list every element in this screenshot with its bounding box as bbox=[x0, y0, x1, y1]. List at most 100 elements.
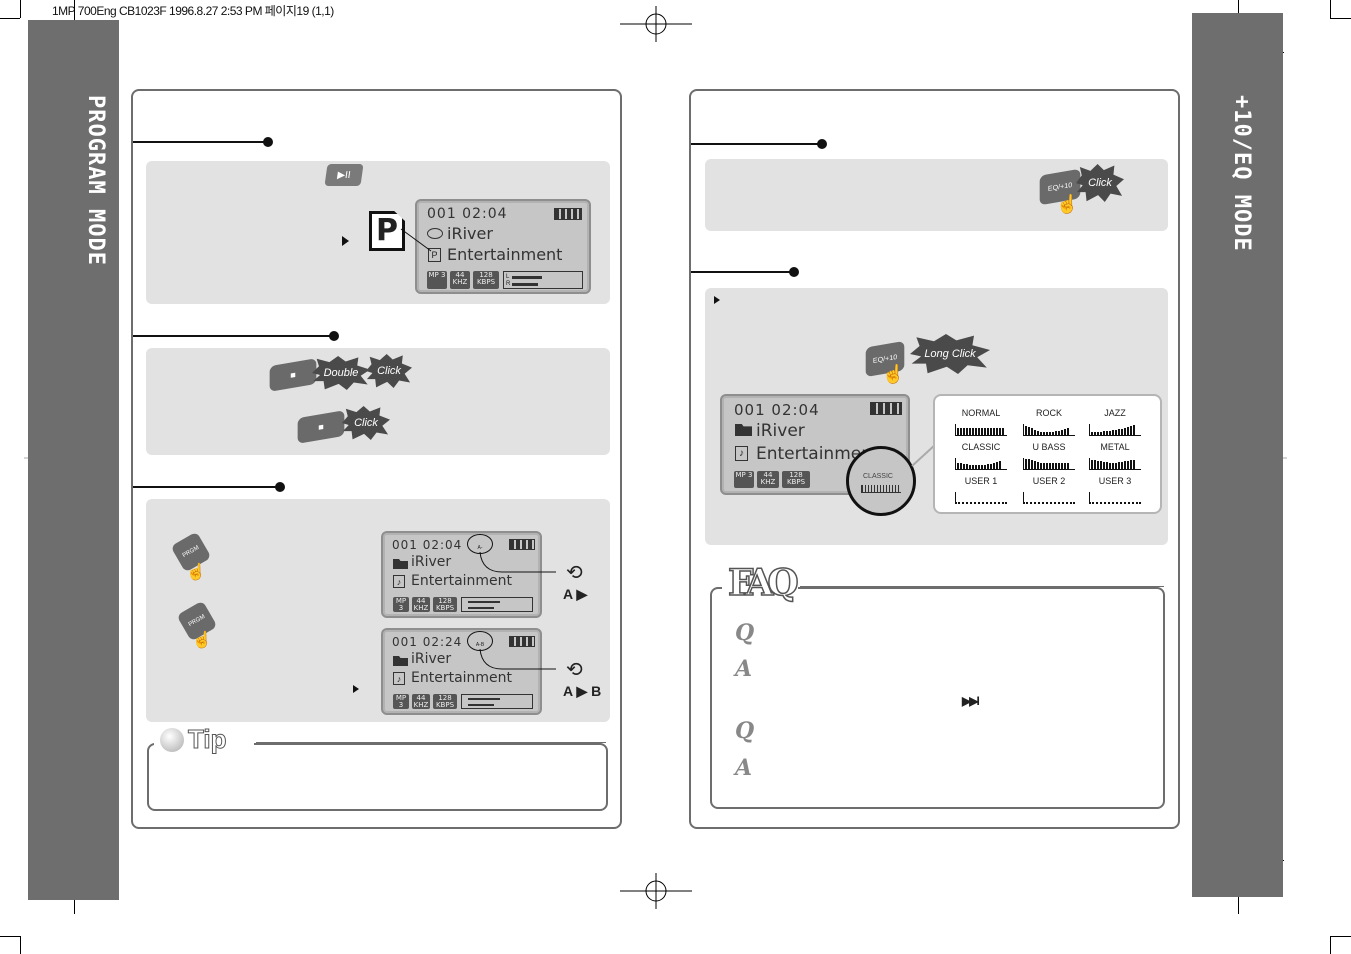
section-leader-dot bbox=[329, 331, 339, 341]
faq-header bbox=[722, 566, 798, 610]
bitrate-badge: 128 KBPS bbox=[433, 597, 457, 612]
level-right-bar bbox=[468, 704, 494, 706]
eq-bars bbox=[1089, 458, 1141, 470]
eq-bars bbox=[1089, 424, 1141, 436]
eq-bars bbox=[955, 458, 1007, 470]
lcd-line1: iRiver bbox=[411, 651, 452, 667]
section-leader bbox=[691, 143, 821, 145]
crop-mark bbox=[0, 936, 20, 937]
format-badge: MP 3 bbox=[427, 271, 447, 289]
eq-mode-panel: NORMAL ROCK JAZZ CLASSIC U BASS METAL US… bbox=[933, 394, 1162, 514]
level-left-bar bbox=[512, 276, 542, 279]
left-side-title: PROGRAM MODE bbox=[83, 95, 108, 266]
stop-icon: ■ bbox=[318, 421, 324, 433]
eq-mode-label: U BASS bbox=[1032, 442, 1066, 452]
faq-rule bbox=[800, 586, 1164, 587]
eq-mode-user3[interactable]: USER 3 bbox=[1087, 476, 1143, 504]
section-leader-dot bbox=[275, 482, 285, 492]
hand-pointer-icon: ☝ bbox=[192, 632, 212, 649]
eq-mode-label: NORMAL bbox=[961, 408, 1001, 418]
format-badge: MP 3 bbox=[734, 471, 754, 488]
play-pause-button[interactable]: ▶II bbox=[324, 164, 364, 186]
crop-mark bbox=[1330, 936, 1351, 937]
eq-mode-user2[interactable]: USER 2 bbox=[1021, 476, 1077, 504]
repeat-icon: ⟲ bbox=[566, 560, 583, 584]
eq-bars bbox=[1023, 492, 1075, 504]
format-badge: MP 3 bbox=[393, 597, 409, 612]
crop-mark bbox=[0, 18, 20, 19]
eq-bars bbox=[1089, 492, 1141, 504]
hand-pointer-icon: ☝ bbox=[186, 564, 206, 581]
eq-mode-label: USER 1 bbox=[964, 476, 998, 486]
eq-bars bbox=[1023, 424, 1075, 436]
eq-bars bbox=[1023, 458, 1075, 470]
folder-icon bbox=[393, 656, 408, 666]
skip-forward-icon: ▶▶I bbox=[962, 694, 980, 708]
program-indicator: P bbox=[369, 211, 405, 251]
faq-answer-1: A bbox=[735, 656, 753, 682]
section-leader bbox=[691, 271, 793, 273]
faq-box bbox=[710, 587, 1165, 809]
level-meter bbox=[461, 694, 533, 709]
lcd-time: 001 02:24 bbox=[392, 635, 463, 649]
tip-rule bbox=[256, 742, 606, 743]
eq-mode-jazz[interactable]: JAZZ bbox=[1087, 408, 1143, 436]
battery-icon bbox=[870, 402, 902, 415]
eq-mode-ubass[interactable]: U BASS bbox=[1021, 442, 1077, 470]
level-left-bar bbox=[468, 698, 500, 700]
ab-tag-ab: A ▶ B bbox=[563, 683, 602, 699]
battery-icon bbox=[509, 636, 535, 647]
lcd-line1: iRiver bbox=[411, 554, 452, 570]
eq-mode-label: METAL bbox=[1100, 442, 1130, 452]
lcd-line2: Entertainment bbox=[447, 245, 563, 264]
print-header: 1MP 700Eng CB1023F 1996.8.27 2:53 PM 페이지… bbox=[52, 4, 334, 18]
faq-question-2: Q bbox=[735, 718, 755, 744]
crop-mark bbox=[1330, 936, 1331, 954]
section-leader bbox=[133, 335, 333, 337]
music-note-icon: ♪ bbox=[393, 672, 405, 685]
lcd-time: 001 02:04 bbox=[734, 401, 820, 419]
stop-icon: ■ bbox=[290, 369, 296, 381]
eq-bars bbox=[955, 492, 1007, 504]
bitrate-badge: 128 KBPS bbox=[782, 471, 810, 488]
level-meter: L R bbox=[503, 271, 583, 289]
section-leader bbox=[133, 486, 279, 488]
lightbulb-icon bbox=[160, 728, 184, 752]
sample-rate-badge: 44 KHZ bbox=[450, 271, 470, 289]
arrow-right-icon bbox=[353, 685, 359, 693]
eq-mode-rock[interactable]: ROCK bbox=[1021, 408, 1077, 436]
eq-zoom-circle: CLASSIC bbox=[846, 446, 916, 516]
play-pause-icon: ▶II bbox=[336, 169, 352, 181]
eq-bars bbox=[955, 424, 1007, 436]
level-left-label: L bbox=[506, 274, 510, 280]
right-side-title: +10/EQ MODE bbox=[1229, 95, 1254, 252]
eq-mode-metal[interactable]: METAL bbox=[1087, 442, 1143, 470]
ab-tag-a: A ▶ bbox=[563, 586, 588, 602]
lcd-screen-ab: 001 02:24 A-B iRiver ♪ Entertainment MP … bbox=[381, 628, 542, 715]
hand-pointer-icon: ☝ bbox=[882, 364, 905, 384]
faq-answer-2: A bbox=[735, 755, 753, 781]
level-right-bar bbox=[512, 283, 538, 286]
eq-mode-normal[interactable]: NORMAL bbox=[953, 408, 1009, 436]
arrow-right-icon bbox=[342, 236, 349, 246]
faq-label: FAQ bbox=[727, 561, 799, 605]
callout-line bbox=[479, 648, 556, 670]
crop-mark bbox=[20, 0, 21, 18]
level-meter bbox=[461, 597, 533, 612]
section-leader-dot bbox=[789, 267, 799, 277]
sample-rate-badge: 44 KHZ bbox=[412, 694, 430, 709]
eq-mode-user1[interactable]: USER 1 bbox=[953, 476, 1009, 504]
bitrate-badge: 128 KBPS bbox=[433, 694, 457, 709]
music-note-icon: ♪ bbox=[735, 446, 748, 461]
sample-rate-badge: 44 KHZ bbox=[412, 597, 430, 612]
lcd-screen-program: 001 02:04 iRiver P Entertainment MP 3 44… bbox=[415, 199, 591, 294]
folder-icon bbox=[393, 559, 408, 569]
eq-mode-classic[interactable]: CLASSIC bbox=[953, 442, 1009, 470]
crop-mark bbox=[20, 936, 21, 954]
eq-mode-label: ROCK bbox=[1035, 408, 1062, 418]
right-sidebar bbox=[1192, 13, 1283, 897]
lcd-line2: Entertainment bbox=[756, 444, 879, 464]
crop-mark bbox=[1330, 18, 1351, 19]
lcd-line1: iRiver bbox=[756, 421, 805, 441]
lcd-line1: iRiver bbox=[447, 224, 493, 243]
